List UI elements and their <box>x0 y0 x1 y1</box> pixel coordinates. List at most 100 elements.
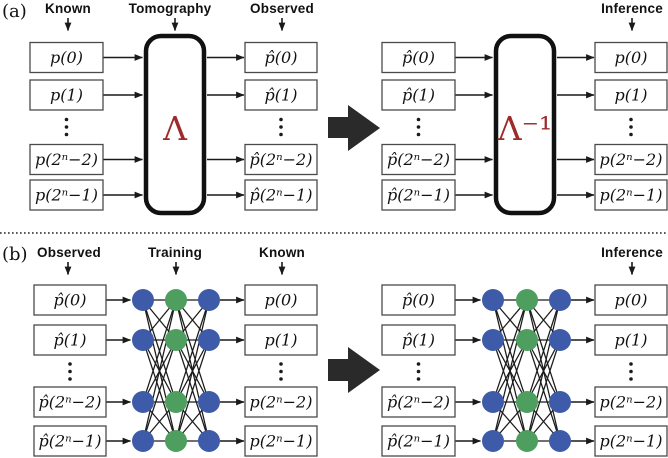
prob-label: p̂(0) <box>265 48 298 67</box>
prob-box-b-observed <box>33 425 107 457</box>
prob-box-b-known <box>244 386 318 418</box>
nn-node-green <box>165 329 187 351</box>
prob-label: p(2ⁿ−2) <box>35 150 98 169</box>
nn-node-blue <box>549 329 571 351</box>
prob-label: p(0) <box>50 48 83 67</box>
prob-label: p(2ⁿ−1) <box>600 186 663 205</box>
nn-node-blue <box>482 289 504 311</box>
nn-node-green <box>165 289 187 311</box>
prob-box-a-known <box>29 41 104 74</box>
nn-edge <box>526 299 561 403</box>
vertical-dots <box>416 377 421 381</box>
header-known: Known <box>45 1 91 16</box>
prob-box-b-inference-output <box>594 284 668 316</box>
prob-label: p̂(1) <box>54 331 87 350</box>
prob-label: p(2ⁿ−1) <box>250 432 313 451</box>
header-tomography: Tomography <box>129 1 212 16</box>
prob-label: p(2ⁿ−2) <box>600 393 663 412</box>
prob-label: p̂(1) <box>402 86 435 105</box>
nn-node-blue <box>198 289 220 311</box>
prob-box-a-known <box>29 179 104 211</box>
nn-nodes-layer <box>132 289 571 452</box>
nn-node-green <box>516 391 538 413</box>
big-right-arrow-a <box>328 105 380 151</box>
nn-edge <box>492 299 528 442</box>
prob-box-a-known <box>29 143 104 176</box>
nn-edge <box>175 299 210 403</box>
prob-label: p(1) <box>265 331 298 350</box>
vertical-dots <box>68 362 72 366</box>
probability-boxes-layer: p(0) p(1) p(2ⁿ−2) p(2ⁿ−1) p̂(0) p̂(1) p̂(2ⁿ−2)… <box>29 41 668 457</box>
vertical-dots <box>629 369 633 374</box>
nn-edge <box>526 339 561 442</box>
prob-label: p̂(2ⁿ−2) <box>387 393 450 412</box>
prob-label: p̂(2ⁿ−2) <box>250 150 313 169</box>
header-observed-b: Observed <box>37 245 101 260</box>
nn-node-green <box>165 391 187 413</box>
nn-edge <box>175 339 210 442</box>
nn-edge <box>492 299 528 403</box>
panel-b-tag: (b) <box>2 244 28 265</box>
vertical-dots <box>64 125 69 129</box>
vertical-dots <box>629 132 633 137</box>
prob-box-a-inference-input <box>381 79 456 111</box>
nn-node-green <box>516 430 538 452</box>
prob-box-b-observed <box>33 386 107 418</box>
nn-node-blue <box>132 391 154 413</box>
nn-node-green <box>516 329 538 351</box>
prob-box-a-observed <box>244 41 318 74</box>
vertical-dots <box>64 117 69 122</box>
vertical-dots <box>279 362 283 366</box>
vertical-dots <box>416 362 421 366</box>
prob-label: p̂(1) <box>402 331 435 350</box>
vertical-dots <box>629 117 633 122</box>
prob-box-b-inference-input <box>381 284 456 316</box>
nn-node-blue <box>132 329 154 351</box>
prob-label: p̂(2ⁿ−1) <box>39 432 102 451</box>
prob-box-a-inference-output <box>594 79 668 111</box>
prob-box-a-inference-input <box>381 41 456 74</box>
nn-node-green <box>165 430 187 452</box>
prob-label: p̂(2ⁿ−2) <box>39 393 102 412</box>
vertical-dots <box>64 132 69 137</box>
vertical-dots <box>279 369 283 374</box>
prob-label: p̂(2ⁿ−1) <box>387 432 450 451</box>
prob-box-a-observed <box>244 179 318 211</box>
operator-lambda: Λ <box>162 109 188 148</box>
prob-box-b-observed <box>33 284 107 316</box>
prob-label: p(1) <box>615 86 648 105</box>
nn-node-blue <box>482 391 504 413</box>
nn-node-blue <box>198 391 220 413</box>
prob-label: p̂(0) <box>54 291 87 310</box>
prob-box-a-inference-input <box>381 143 456 176</box>
nn-edge <box>492 339 528 442</box>
prob-label: p̂(0) <box>402 48 435 67</box>
vertical-dots <box>279 117 283 122</box>
prob-label: p̂(1) <box>265 86 298 105</box>
header-known-b: Known <box>259 245 305 260</box>
vertical-dots <box>279 377 283 381</box>
prob-label: p(2ⁿ−2) <box>600 150 663 169</box>
vertical-dots <box>416 132 421 137</box>
prob-box-a-known <box>29 79 104 111</box>
panel-a-tag: (a) <box>2 1 27 22</box>
prob-label: p(2ⁿ−2) <box>250 393 313 412</box>
nn-edge <box>142 339 177 442</box>
vertical-dots <box>416 117 421 122</box>
nn-edge <box>142 299 177 442</box>
prob-box-a-observed <box>244 79 318 111</box>
prob-box-a-inference-output <box>594 143 668 176</box>
prob-box-b-inference-input <box>381 425 456 457</box>
prob-box-b-observed <box>33 324 107 356</box>
prob-box-b-inference-input <box>381 386 456 418</box>
prob-box-b-inference-output <box>594 386 668 418</box>
nn-edge <box>526 299 561 442</box>
nn-node-blue <box>132 430 154 452</box>
header-inference: Inference <box>601 1 663 16</box>
prob-label: p(0) <box>615 48 648 67</box>
prob-box-b-known <box>244 284 318 316</box>
nn-node-blue <box>482 430 504 452</box>
prob-box-b-known <box>244 324 318 356</box>
big-right-arrow-b <box>328 347 380 393</box>
